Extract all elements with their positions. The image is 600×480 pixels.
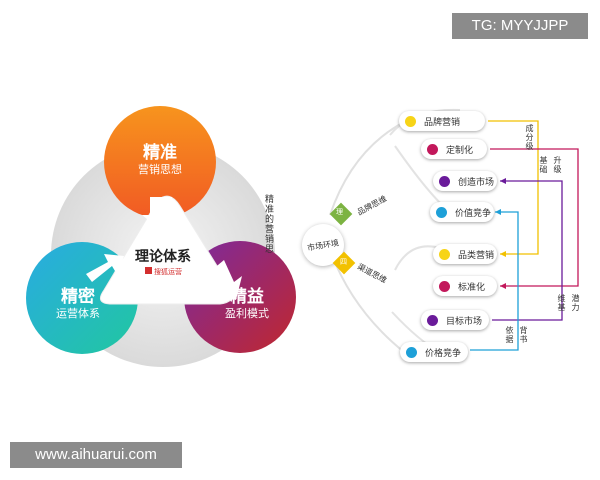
- pill-label: 创造市场: [458, 177, 495, 188]
- yellow-dot-icon: [439, 248, 450, 260]
- branch-top-tag: 理: [336, 208, 343, 216]
- circle-3-title: 精益: [230, 287, 264, 307]
- pill-label: 品类营销: [458, 250, 495, 261]
- pill-label: 定制化: [446, 145, 474, 156]
- vertical-note: 精准的营销思: [263, 194, 273, 254]
- pill-label: 目标市场: [446, 316, 483, 327]
- circle-3-subtitle: 盈利模式: [225, 306, 269, 320]
- url-watermark: www.aihuarui.com: [10, 442, 182, 468]
- circle-1-title: 精准: [143, 143, 177, 163]
- label-potential: 潜力: [571, 294, 580, 312]
- arrow-left: [86, 254, 124, 282]
- pill-label: 标准化: [458, 282, 486, 293]
- label-basis: 依据: [505, 326, 514, 344]
- circle-3-text: 精益 盈利模式: [205, 287, 289, 320]
- circle-precise-operations: [26, 242, 138, 354]
- pill-brand-marketing: 品牌营销: [399, 111, 485, 131]
- circle-2-title: 精密: [61, 287, 95, 307]
- circle-2-text: 精密 运营体系: [36, 287, 120, 320]
- pill-category-marketing: 品类营销: [433, 244, 497, 264]
- pill-label: 价值竞争: [455, 208, 492, 219]
- label-base: 基础: [539, 156, 548, 174]
- theory-system-diagram: [26, 106, 296, 367]
- label-dimension: 维基: [557, 294, 566, 312]
- pill-target-market: 目标市场: [421, 310, 489, 330]
- pill-customization: 定制化: [421, 139, 487, 159]
- label-cost-share: 成分级: [525, 124, 534, 151]
- yellow-dot-icon: [405, 115, 416, 127]
- branch-bottom-tag: 四: [340, 258, 347, 266]
- blue-dot-icon: [406, 346, 417, 358]
- magenta-dot-icon: [439, 280, 450, 292]
- purple-dot-icon: [427, 314, 438, 326]
- purple-dot-icon: [439, 175, 450, 187]
- pill-standardization: 标准化: [433, 276, 497, 296]
- circle-1-text: 精准 营销思想: [118, 143, 202, 176]
- circle-precise-marketing: [104, 106, 216, 218]
- pill-label: 品牌营销: [424, 117, 461, 128]
- pill-label: 价格竞争: [425, 348, 462, 359]
- circle-1-subtitle: 营销思想: [138, 162, 182, 176]
- label-upgrade: 升级: [553, 156, 562, 174]
- center-title: 理论体系: [135, 249, 191, 265]
- circle-2-subtitle: 运营体系: [56, 306, 100, 320]
- logo-mark: [145, 267, 152, 274]
- blue-dot-icon: [436, 206, 447, 218]
- magenta-dot-icon: [427, 143, 438, 155]
- arrow-top: [142, 197, 180, 230]
- center-logo-text: 搜狐运营: [154, 268, 182, 276]
- pill-price-competition: 价格竞争: [400, 342, 468, 362]
- tg-watermark: TG: MYYJJPP: [452, 13, 588, 39]
- pill-value-competition: 价值竞争: [430, 202, 494, 222]
- label-market-book: 背书: [519, 326, 528, 344]
- arrow-right: [212, 260, 242, 300]
- pill-create-market: 创造市场: [433, 171, 497, 191]
